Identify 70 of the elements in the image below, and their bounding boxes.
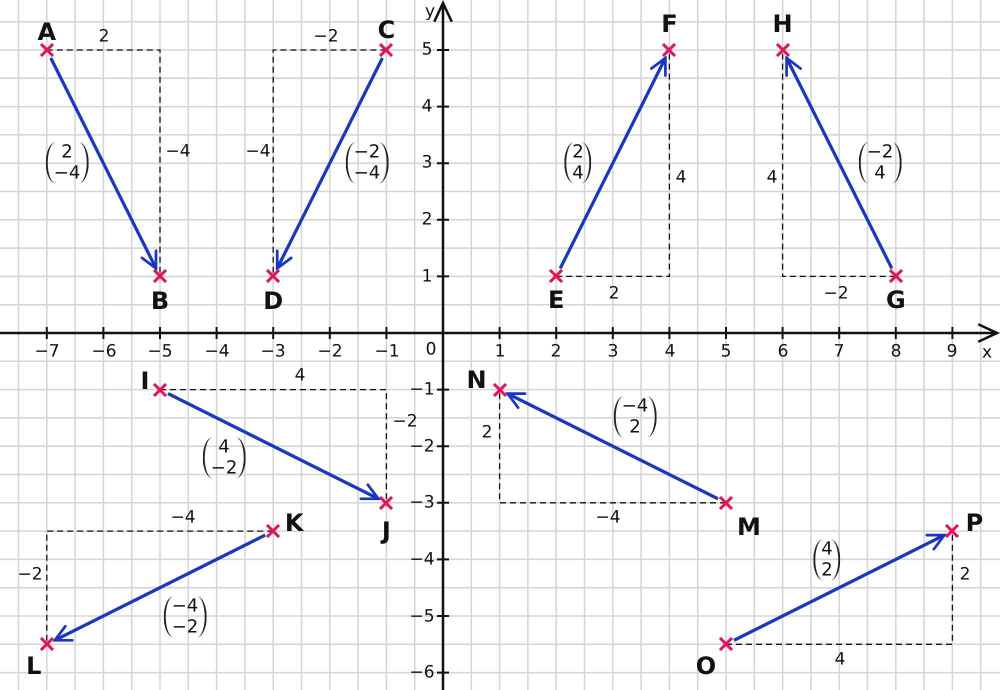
number-label: 0 <box>426 342 436 358</box>
number-label: 5 <box>422 42 432 58</box>
number-label: 1 <box>494 344 506 360</box>
point-label: D <box>263 289 284 314</box>
number-label: 7 <box>834 344 844 360</box>
number-label: −1 <box>409 382 435 398</box>
number-label: −6 <box>91 344 117 360</box>
number-label: 2 <box>550 344 562 360</box>
number-label: 4 <box>834 652 846 668</box>
point-label: J <box>382 518 391 543</box>
number-label: 2 <box>482 424 492 442</box>
column-vector: 4 −2 <box>202 437 246 479</box>
point-label: C <box>378 18 396 42</box>
number-label: −4 <box>245 144 271 160</box>
number-label: −2 <box>392 414 418 430</box>
number-label: −5 <box>409 608 435 626</box>
number-label: −6 <box>409 664 435 682</box>
number-label: −5 <box>147 344 173 360</box>
point-label: M <box>737 514 761 539</box>
number-label: 4 <box>664 344 676 360</box>
column-vector: 4 2 <box>813 539 841 581</box>
point-label: G <box>886 288 906 312</box>
number-label: −4 <box>409 552 435 568</box>
number-label: 1 <box>422 268 432 286</box>
point-label: F <box>661 12 678 36</box>
point-label: H <box>772 12 793 36</box>
number-label: 5 <box>720 344 732 360</box>
number-label: 6 <box>778 344 788 360</box>
point-label: B <box>150 289 170 314</box>
point-label: L <box>26 654 42 678</box>
column-vector: 2 −4 <box>46 142 88 184</box>
point-label: I <box>140 368 150 393</box>
number-label: −4 <box>204 344 230 360</box>
point-label: E <box>548 288 564 312</box>
number-label: 2 <box>608 286 620 302</box>
point-label: N <box>466 368 487 392</box>
number-label: 4 <box>676 170 686 186</box>
number-label: 9 <box>946 344 958 360</box>
number-label: 4 <box>422 98 432 116</box>
number-label: 3 <box>608 344 618 360</box>
number-label: −3 <box>409 494 435 512</box>
number-label: −2 <box>409 438 435 456</box>
column-vector: 2 4 <box>564 142 592 184</box>
axis-name: y <box>424 4 436 20</box>
number-label: −7 <box>34 344 60 360</box>
number-label: −2 <box>17 566 43 584</box>
point-label: A <box>38 20 56 44</box>
number-label: 2 <box>98 28 110 46</box>
column-vector: −4 −2 <box>164 596 206 638</box>
number-label: 4 <box>766 170 778 186</box>
number-label: 2 <box>422 212 432 228</box>
number-label: 4 <box>294 368 306 384</box>
point-label: P <box>966 511 984 536</box>
number-label: −2 <box>823 286 849 302</box>
column-vector: −2 4 <box>858 142 902 184</box>
number-label: 2 <box>960 566 970 584</box>
number-label: −4 <box>595 510 621 526</box>
point-label: O <box>696 654 716 678</box>
number-label: −3 <box>260 344 286 360</box>
point-label: K <box>284 511 304 536</box>
number-label: −2 <box>313 28 339 46</box>
number-label: −4 <box>165 144 191 160</box>
column-vector: −2 −4 <box>346 142 388 184</box>
column-vector: −4 2 <box>614 396 656 438</box>
axis-name: x <box>982 344 992 362</box>
number-label: 3 <box>422 154 432 172</box>
number-label: 8 <box>890 344 902 360</box>
number-label: −1 <box>374 344 400 360</box>
number-label: −2 <box>317 344 343 360</box>
number-label: −4 <box>170 510 196 526</box>
